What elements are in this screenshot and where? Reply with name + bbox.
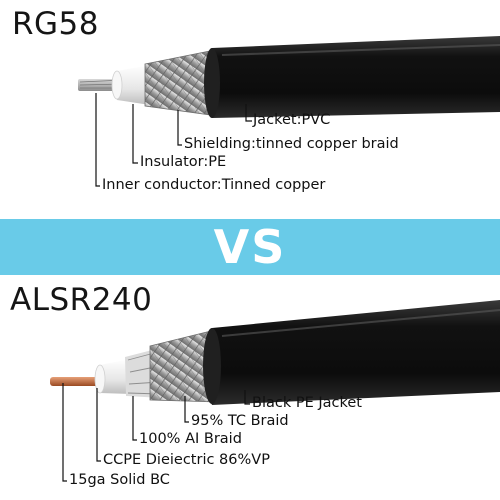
rg58-jacket [205,36,500,118]
alsr240-dielectric-label: CCPE Dieiectric 86%VP [103,452,270,468]
rg58-insulator-label: Insulator:PE [140,154,227,170]
alsr240-leader-lines [62,383,250,482]
alsr240-dielectric [96,359,132,394]
alsr240-cable [50,300,500,405]
alsr240-foil-label: 100% AI Braid [139,431,242,447]
alsr240-title: ALSR240 [10,282,153,318]
alsr240-jacket-label: Black PE Jacket [252,395,362,411]
rg58-cable [78,36,500,118]
rg58-shielding-label: Shielding:tinned copper braid [184,136,399,152]
alsr240-braid-label: 95% TC Braid [191,413,289,429]
vs-divider-band [0,219,500,275]
rg58-insulator [113,65,150,105]
alsr240-conductor-label: 15ga Solid BC [69,472,170,488]
vs-text: VS [213,220,287,274]
rg58-jacket-label: Jacket:PVC [253,112,331,128]
rg58-leader-lines [95,93,252,187]
alsr240-copper-conductor [50,377,108,386]
rg58-title: RG58 [12,6,100,42]
alsr240-jacket [204,300,500,405]
rg58-inner-conductor-label: Inner conductor:Tinned copper [102,177,326,193]
